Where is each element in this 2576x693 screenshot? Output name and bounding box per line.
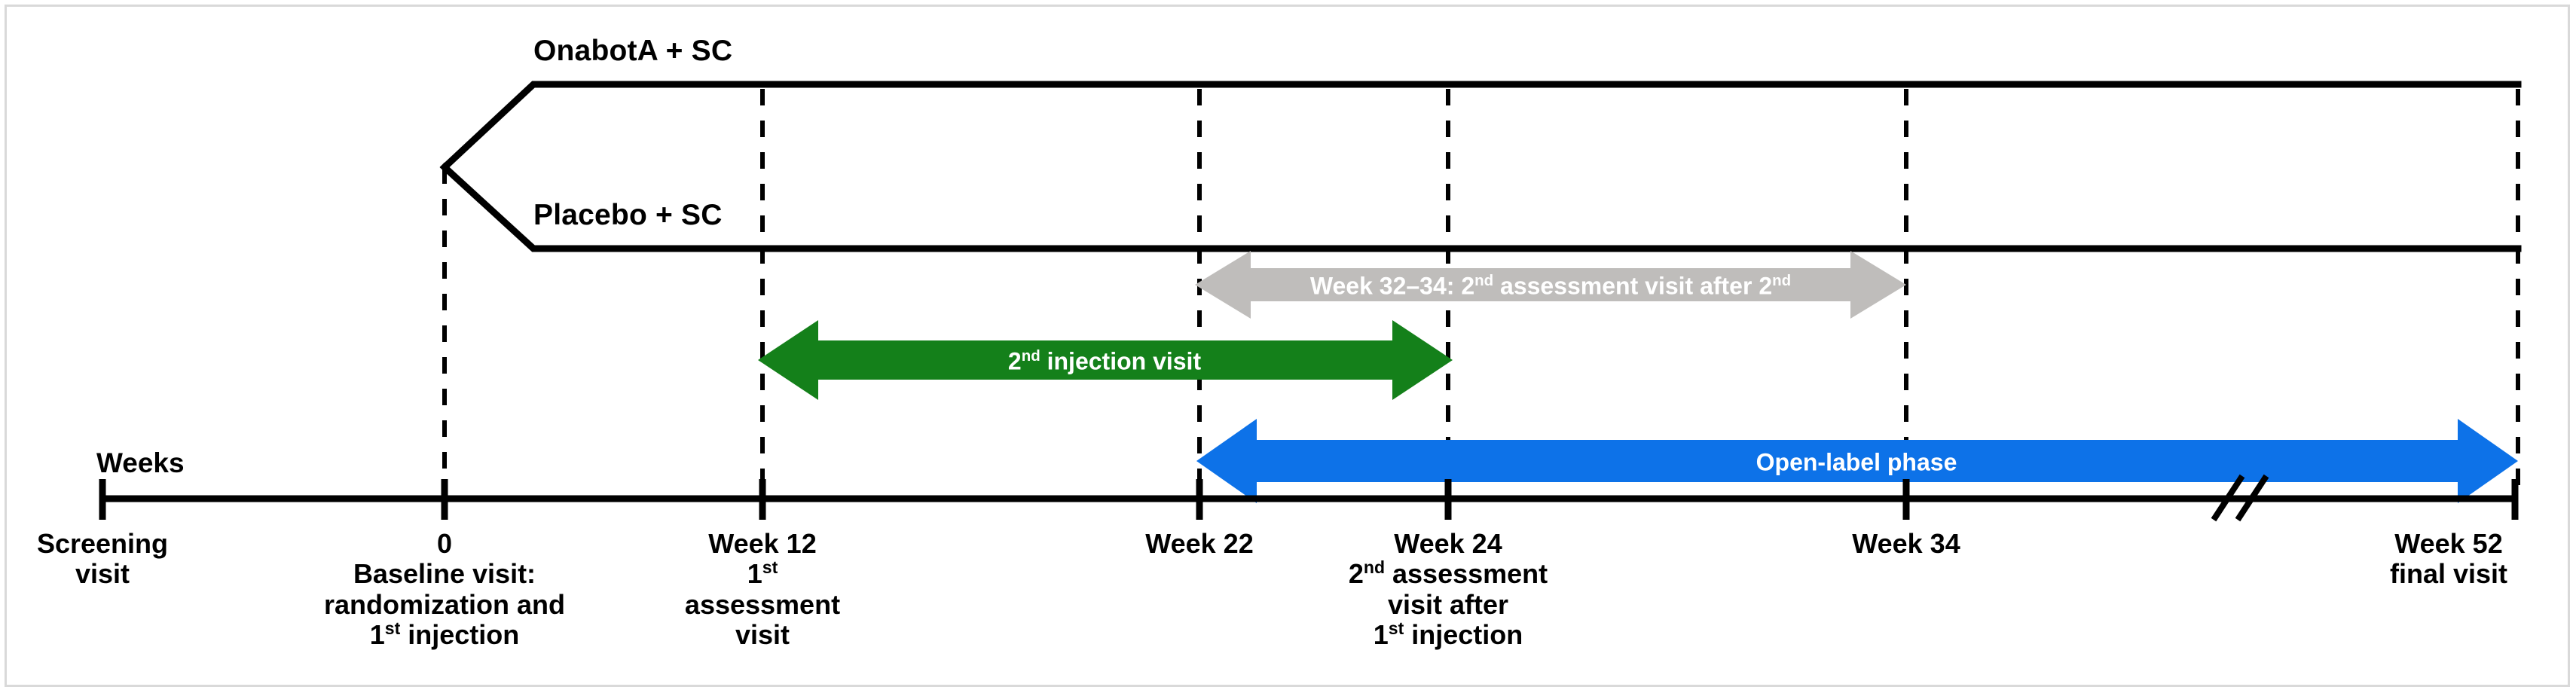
timepoint-week: 0 — [436, 528, 453, 559]
timepoint-week: Week 52 — [2394, 528, 2503, 559]
axis-label-weeks: Weeks — [96, 447, 185, 478]
timepoint-line: 1st — [747, 557, 778, 590]
timepoint-week: Week 12 — [708, 528, 817, 559]
arm-label-placebo: Placebo + SC — [533, 199, 723, 231]
blue-arrow-label: Open-label phase — [1756, 448, 1957, 476]
timepoint-line: 1st injection — [369, 618, 520, 650]
arm-label-onabota: OnabotA + SC — [533, 35, 733, 67]
grey-phase-arrow — [1195, 251, 1906, 319]
grey-arrow-shape — [1195, 251, 1906, 319]
timepoint-label-week-34: Week 34 — [1771, 528, 2042, 559]
placebo-arm-line — [439, 162, 2522, 252]
timepoint-line: visit — [75, 558, 130, 590]
timepoint-line: randomization and — [323, 588, 565, 620]
timepoint-week: Week 22 — [1145, 528, 1254, 559]
timepoint-label-week-22: Week 22 — [1064, 528, 1335, 559]
timepoint-line: final visit — [2389, 558, 2508, 590]
blue-arrow-shape — [1196, 419, 2518, 503]
timepoint-line: 1st injection — [1373, 618, 1523, 650]
timepoint-week: Week 24 — [1394, 528, 1502, 559]
timepoint-line: Baseline visit: — [353, 558, 536, 590]
blue-phase-arrow — [1196, 419, 2518, 503]
timepoint-line: visit — [735, 618, 790, 650]
axis-break-icon — [2211, 474, 2269, 522]
grey-arrow-label: Week 32–34: 2nd assessment visit after 2… — [1309, 271, 1792, 300]
time-axis — [99, 479, 2519, 520]
timepoint-line: Screening — [36, 528, 169, 559]
timepoint-line: assessment — [684, 588, 841, 620]
onabota-arm-line — [439, 81, 2522, 172]
green-phase-arrow — [758, 320, 1453, 400]
treatment-arm-lines — [439, 81, 2522, 252]
green-arrow-label: 2nd injection visit — [1007, 346, 1202, 375]
green-arrow-shape — [758, 320, 1453, 400]
timepoint-line: visit after — [1387, 588, 1509, 620]
timepoint-line: 2nd assessment — [1348, 557, 1548, 590]
timepoint-week: Week 34 — [1852, 528, 1960, 559]
